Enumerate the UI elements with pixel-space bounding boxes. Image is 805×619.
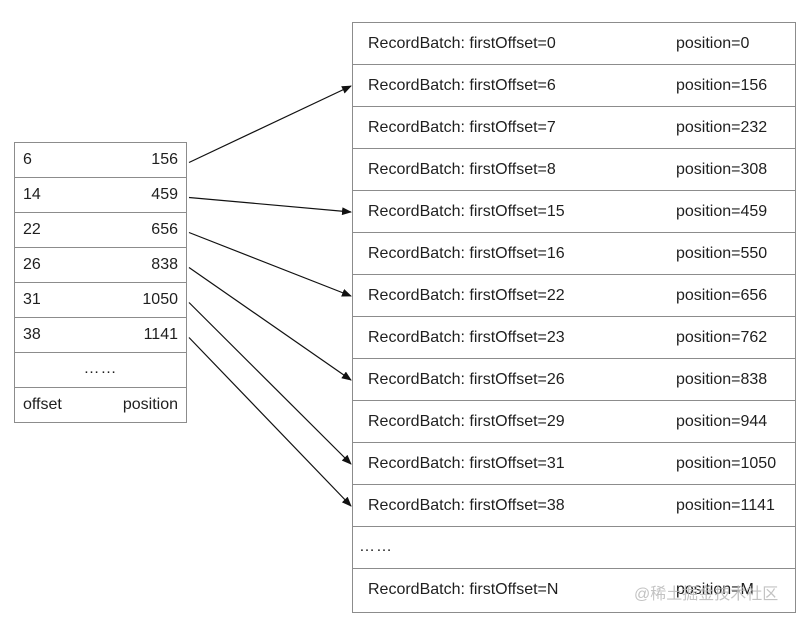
batch-label: RecordBatch: firstOffset=0 — [368, 35, 556, 52]
batch-label: RecordBatch: firstOffset=16 — [368, 245, 565, 262]
index-position: 1141 — [143, 326, 178, 343]
log-batch-row: RecordBatch: firstOffset=31 position=105… — [353, 443, 795, 485]
index-offset: 22 — [23, 221, 41, 238]
log-batch-row: RecordBatch: firstOffset=7 position=232 — [353, 107, 795, 149]
batch-position: position=156 — [676, 77, 768, 94]
pointer-arrow — [188, 267, 352, 381]
watermark: @稀土掘金技术社区 — [634, 586, 779, 603]
pointer-arrow — [188, 196, 352, 216]
index-entry: 38 1141 — [15, 318, 186, 353]
log-batch-row: RecordBatch: firstOffset=38 position=114… — [353, 485, 795, 527]
index-entry: 14 459 — [15, 178, 186, 213]
batch-label: RecordBatch: firstOffset=22 — [368, 287, 565, 304]
log-ellipsis-row: …… — [353, 527, 795, 569]
index-entry: 22 656 — [15, 213, 186, 248]
index-position: 459 — [151, 186, 178, 203]
batch-label: RecordBatch: firstOffset=23 — [368, 329, 565, 346]
pointer-arrow — [188, 337, 352, 507]
index-position: 156 — [151, 151, 178, 168]
batch-position: position=M — [676, 581, 754, 598]
log-batch-row: RecordBatch: firstOffset=6 position=156 — [353, 65, 795, 107]
batch-position: position=459 — [676, 203, 768, 220]
batch-position: position=838 — [676, 371, 768, 388]
batch-position: position=656 — [676, 287, 768, 304]
index-entry: 26 838 — [15, 248, 186, 283]
log-batch-row: RecordBatch: firstOffset=8 position=308 — [353, 149, 795, 191]
batch-label: RecordBatch: firstOffset=N — [368, 581, 559, 598]
index-header-position: position — [122, 396, 178, 413]
index-offset: 26 — [23, 256, 41, 273]
batch-position: position=308 — [676, 161, 768, 178]
batch-label: RecordBatch: firstOffset=7 — [368, 119, 556, 136]
batch-label: RecordBatch: firstOffset=38 — [368, 497, 565, 514]
log-batch-row: RecordBatch: firstOffset=15 position=459 — [353, 191, 795, 233]
index-entry: 31 1050 — [15, 283, 186, 318]
batch-position: position=550 — [676, 245, 768, 262]
index-position: 838 — [151, 256, 178, 273]
index-header-offset: offset — [23, 396, 62, 413]
index-offset: 6 — [23, 151, 32, 168]
log-batch-row: RecordBatch: firstOffset=23 position=762 — [353, 317, 795, 359]
pointer-arrow — [188, 85, 352, 164]
index-ellipsis-row: …… — [15, 353, 186, 388]
batch-label: RecordBatch: firstOffset=31 — [368, 455, 565, 472]
batch-label: RecordBatch: firstOffset=29 — [368, 413, 565, 430]
batch-position: position=0 — [676, 35, 750, 52]
batch-position: position=1141 — [676, 497, 775, 514]
index-offset: 31 — [23, 291, 41, 308]
log-ellipsis: …… — [359, 538, 393, 555]
log-segment-table: RecordBatch: firstOffset=0 position=0 Re… — [352, 22, 796, 613]
pointer-arrow — [188, 302, 352, 465]
batch-label: RecordBatch: firstOffset=15 — [368, 203, 565, 220]
index-offset: 38 — [23, 326, 41, 343]
log-batch-row: RecordBatch: firstOffset=29 position=944 — [353, 401, 795, 443]
batch-label: RecordBatch: firstOffset=6 — [368, 77, 556, 94]
batch-position: position=762 — [676, 329, 768, 346]
index-entry: 6 156 — [15, 143, 186, 178]
index-position: 656 — [151, 221, 178, 238]
log-batch-row-last: RecordBatch: firstOffset=N position=M — [353, 569, 795, 612]
pointer-arrow — [188, 231, 352, 297]
log-batch-row: RecordBatch: firstOffset=26 position=838 — [353, 359, 795, 401]
log-batch-row: RecordBatch: firstOffset=16 position=550 — [353, 233, 795, 275]
batch-position: position=1050 — [676, 455, 777, 472]
batch-position: position=232 — [676, 119, 768, 136]
offset-index-table: 6 156 14 459 22 656 26 838 31 1050 38 11… — [14, 142, 187, 423]
index-header-row: offset position — [15, 388, 186, 422]
index-ellipsis: …… — [83, 360, 118, 377]
batch-position: position=944 — [676, 413, 768, 430]
index-offset: 14 — [23, 186, 41, 203]
batch-label: RecordBatch: firstOffset=26 — [368, 371, 565, 388]
batch-label: RecordBatch: firstOffset=8 — [368, 161, 556, 178]
log-batch-row: RecordBatch: firstOffset=0 position=0 — [353, 23, 795, 65]
index-position: 1050 — [142, 291, 178, 308]
log-batch-row: RecordBatch: firstOffset=22 position=656 — [353, 275, 795, 317]
